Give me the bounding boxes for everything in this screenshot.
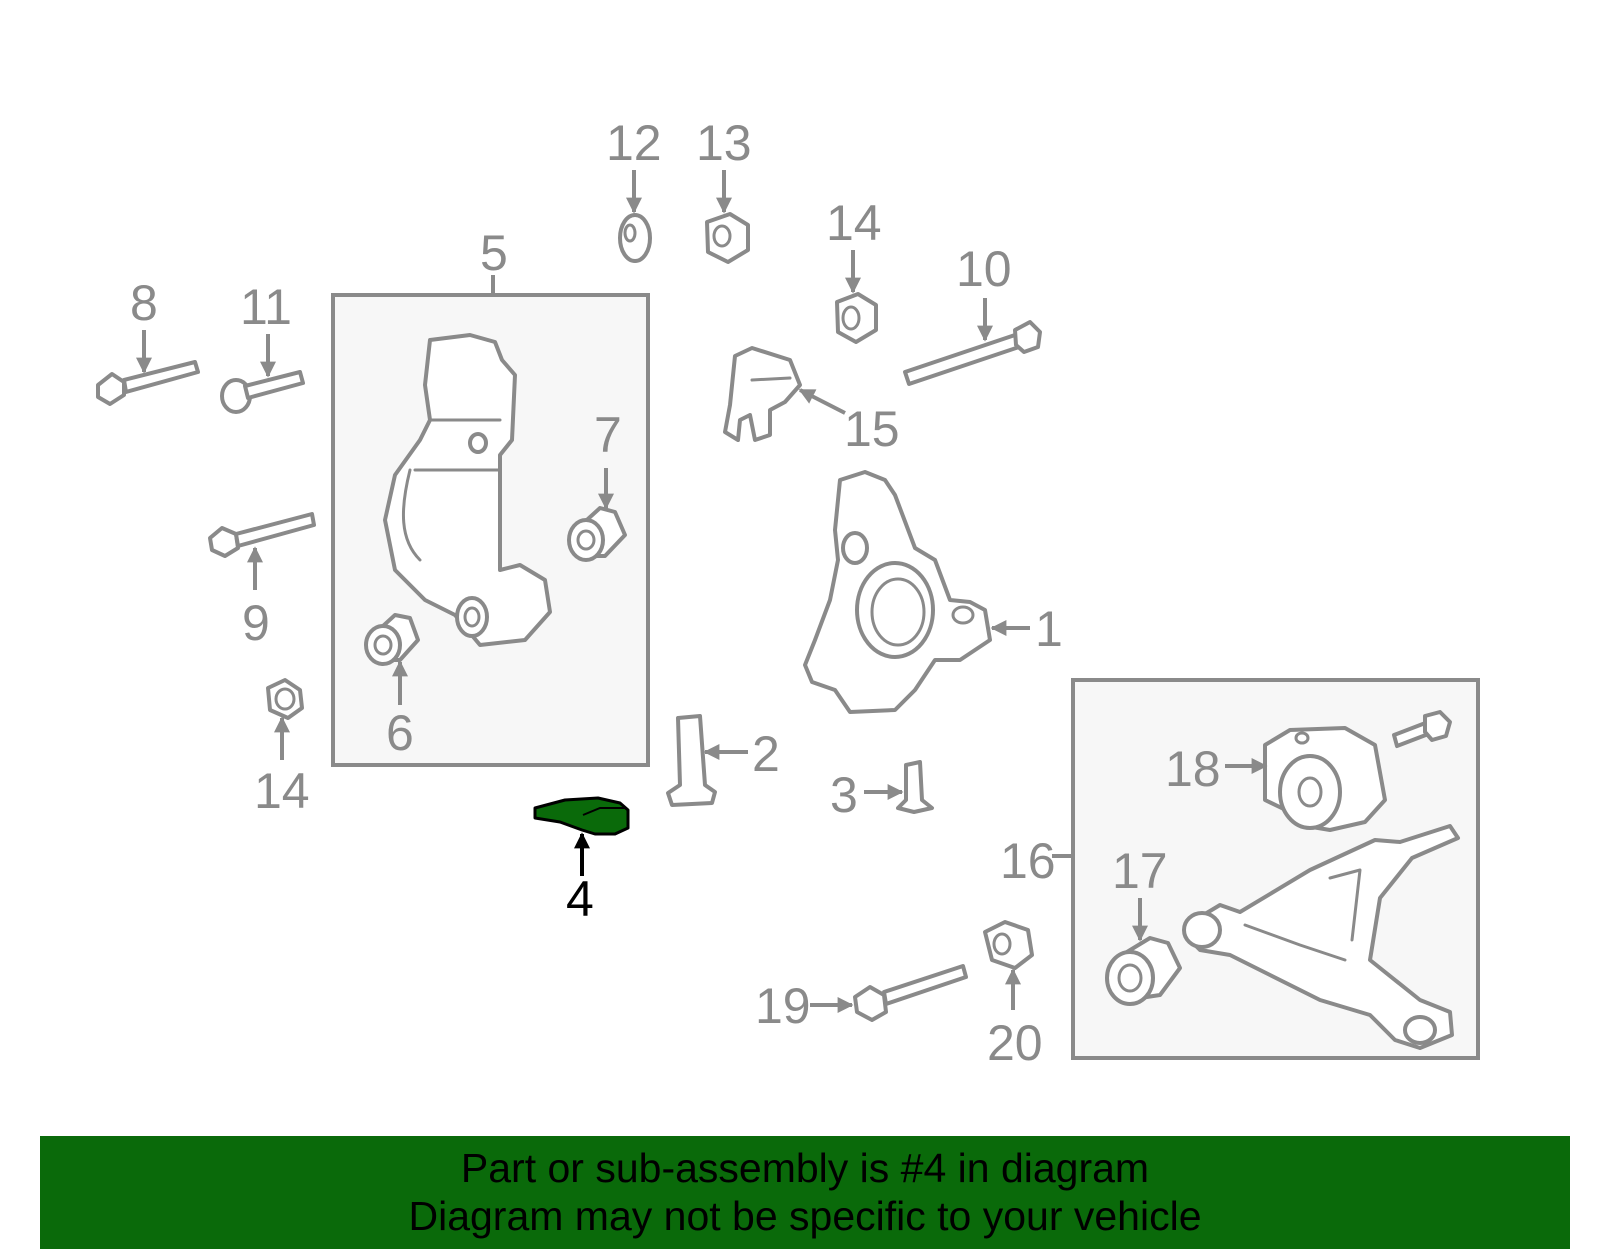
part-19-bolt xyxy=(853,964,968,1022)
callout-7: 7 xyxy=(594,407,622,463)
callout-5: 5 xyxy=(480,225,508,281)
part-20-nut xyxy=(983,920,1034,970)
callout-6: 6 xyxy=(386,705,414,761)
part-12-washer xyxy=(618,213,652,263)
callout-3: 3 xyxy=(830,767,858,823)
footer-line-disclaimer: Diagram may not be specific to your vehi… xyxy=(408,1193,1202,1239)
callout-8: 8 xyxy=(130,275,158,331)
part-10-bolt xyxy=(903,320,1042,386)
part-11-bolt xyxy=(220,370,305,414)
part-18-bolt xyxy=(1392,710,1452,748)
part-5-bracket xyxy=(383,333,552,647)
leader-15 xyxy=(798,388,846,415)
callout-9: 9 xyxy=(242,595,270,651)
callout-12: 12 xyxy=(606,115,662,171)
callout-20: 20 xyxy=(987,1015,1043,1071)
part-14-nut-left xyxy=(266,678,304,720)
callout-1: 1 xyxy=(1035,601,1063,657)
footer-banner: Part or sub-assembly is #4 in diagram Di… xyxy=(40,1136,1570,1249)
callout-18: 18 xyxy=(1165,741,1221,797)
part-15-bracket xyxy=(723,346,802,442)
part-17-bushing xyxy=(1105,936,1182,1006)
part-3-pin xyxy=(896,760,934,814)
callout-14-top: 14 xyxy=(826,195,882,251)
callout-19: 19 xyxy=(755,978,811,1034)
callout-14-left: 14 xyxy=(254,763,310,819)
part-1-knuckle xyxy=(803,470,992,714)
callout-15: 15 xyxy=(844,401,900,457)
callout-11: 11 xyxy=(240,279,292,335)
callout-13: 13 xyxy=(696,115,752,171)
part-9-bolt xyxy=(208,512,316,558)
part-16-control-arm xyxy=(1182,824,1460,1050)
part-13-nut xyxy=(705,212,750,264)
part-2-pin xyxy=(666,714,717,807)
callout-4: 4 xyxy=(566,871,594,927)
part-14-nut-top xyxy=(835,292,878,344)
callout-17: 17 xyxy=(1112,843,1168,899)
part-6-bushing xyxy=(364,613,420,666)
callout-2: 2 xyxy=(752,726,780,782)
part-7-bushing xyxy=(567,506,627,562)
footer-line-part-info: Part or sub-assembly is #4 in diagram xyxy=(460,1145,1150,1191)
callout-10: 10 xyxy=(956,241,1012,297)
callout-16: 16 xyxy=(1000,833,1056,889)
part-8-bolt xyxy=(96,360,200,406)
part-18-bushing xyxy=(1263,726,1387,832)
part-4-shield[interactable] xyxy=(533,796,630,836)
